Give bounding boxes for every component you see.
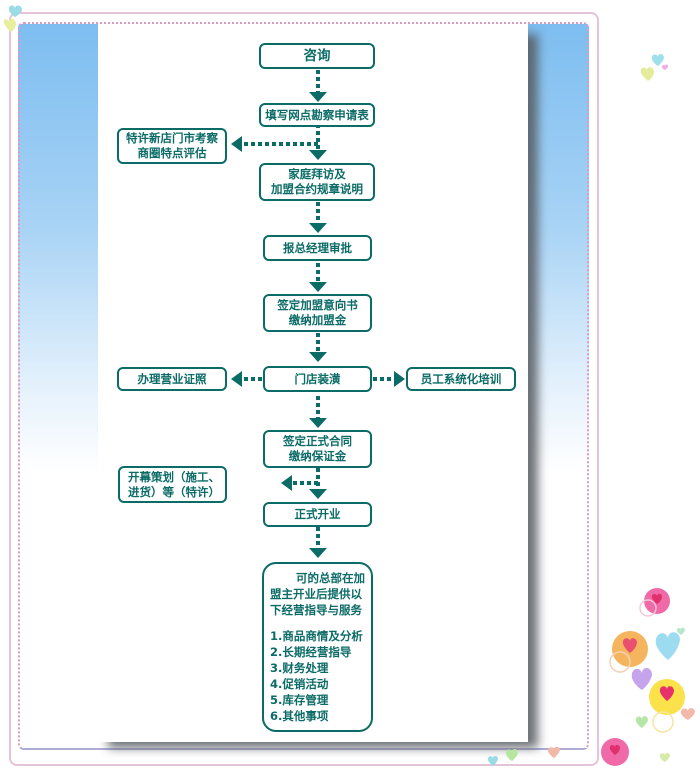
outer-frame	[9, 12, 599, 766]
step-text: 缴纳保证金	[288, 449, 347, 463]
heart-icon	[487, 746, 560, 766]
side-license: 办理营业证照	[117, 367, 227, 391]
step-text: 进货）等（特许）	[128, 484, 220, 499]
note-item: 4.促销活动	[270, 677, 329, 691]
step-apply: 填写网点勘察申请表	[259, 103, 375, 127]
step-text: 门店装潢	[294, 371, 341, 386]
side-training: 员工系统化培训	[406, 367, 516, 391]
step-text: 员工系统化培训	[420, 371, 502, 386]
note-item: 2.长期经营指导	[270, 645, 352, 659]
step-text: 报总经理审批	[283, 240, 352, 255]
step-text: 签定正式合同	[283, 434, 352, 448]
step-text: 缴纳加盟金	[288, 313, 347, 327]
note-item: 1.商品商情及分析	[270, 629, 363, 643]
side-evaluate: 特许新店门市考察 商圈特点评估	[117, 128, 227, 164]
step-text: 加盟合约规章说明	[271, 182, 363, 196]
step-text: 商圈特点评估	[137, 146, 207, 160]
step-open: 正式开业	[263, 502, 372, 527]
step-text: 特许新店门市考察	[126, 131, 218, 145]
step-text: 签定加盟意向书	[277, 298, 358, 312]
step-intent: 签定加盟意向书 缴纳加盟金	[263, 294, 372, 332]
step-consult: 咨询	[259, 43, 375, 69]
note-intro: 盟主开业后提供以	[270, 587, 362, 601]
step-text: 办理营业证照	[137, 371, 207, 386]
heart-bubble-icon	[601, 588, 695, 766]
step-text: 开幕策划（施工、	[128, 469, 220, 484]
step-text: 正式开业	[294, 507, 341, 521]
step-text: 咨询	[303, 47, 331, 64]
note-item: 6.其他事项	[270, 709, 329, 723]
side-planning: 开幕策划（施工、 进货）等（特许）	[118, 466, 227, 503]
heart-icon	[640, 54, 668, 81]
note-intro: 下经营指导与服务	[270, 603, 362, 617]
note-item: 3.财务处理	[270, 661, 329, 675]
step-text: 家庭拜访及	[288, 167, 346, 181]
heart-icon	[4, 5, 22, 32]
service-note: 可的总部在加 盟主开业后提供以 下经营指导与服务 1.商品商情及分析 2.长期经…	[262, 562, 373, 732]
step-text: 填写网点勘察申请表	[265, 107, 369, 122]
step-contract: 签定正式合同 缴纳保证金	[263, 430, 372, 468]
note-item: 5.库存管理	[270, 693, 329, 707]
step-visit: 家庭拜访及 加盟合约规章说明	[259, 163, 375, 201]
note-intro: 可的总部在加	[296, 571, 365, 585]
step-approve: 报总经理审批	[263, 235, 372, 261]
step-renovate: 门店装潢	[263, 366, 372, 392]
